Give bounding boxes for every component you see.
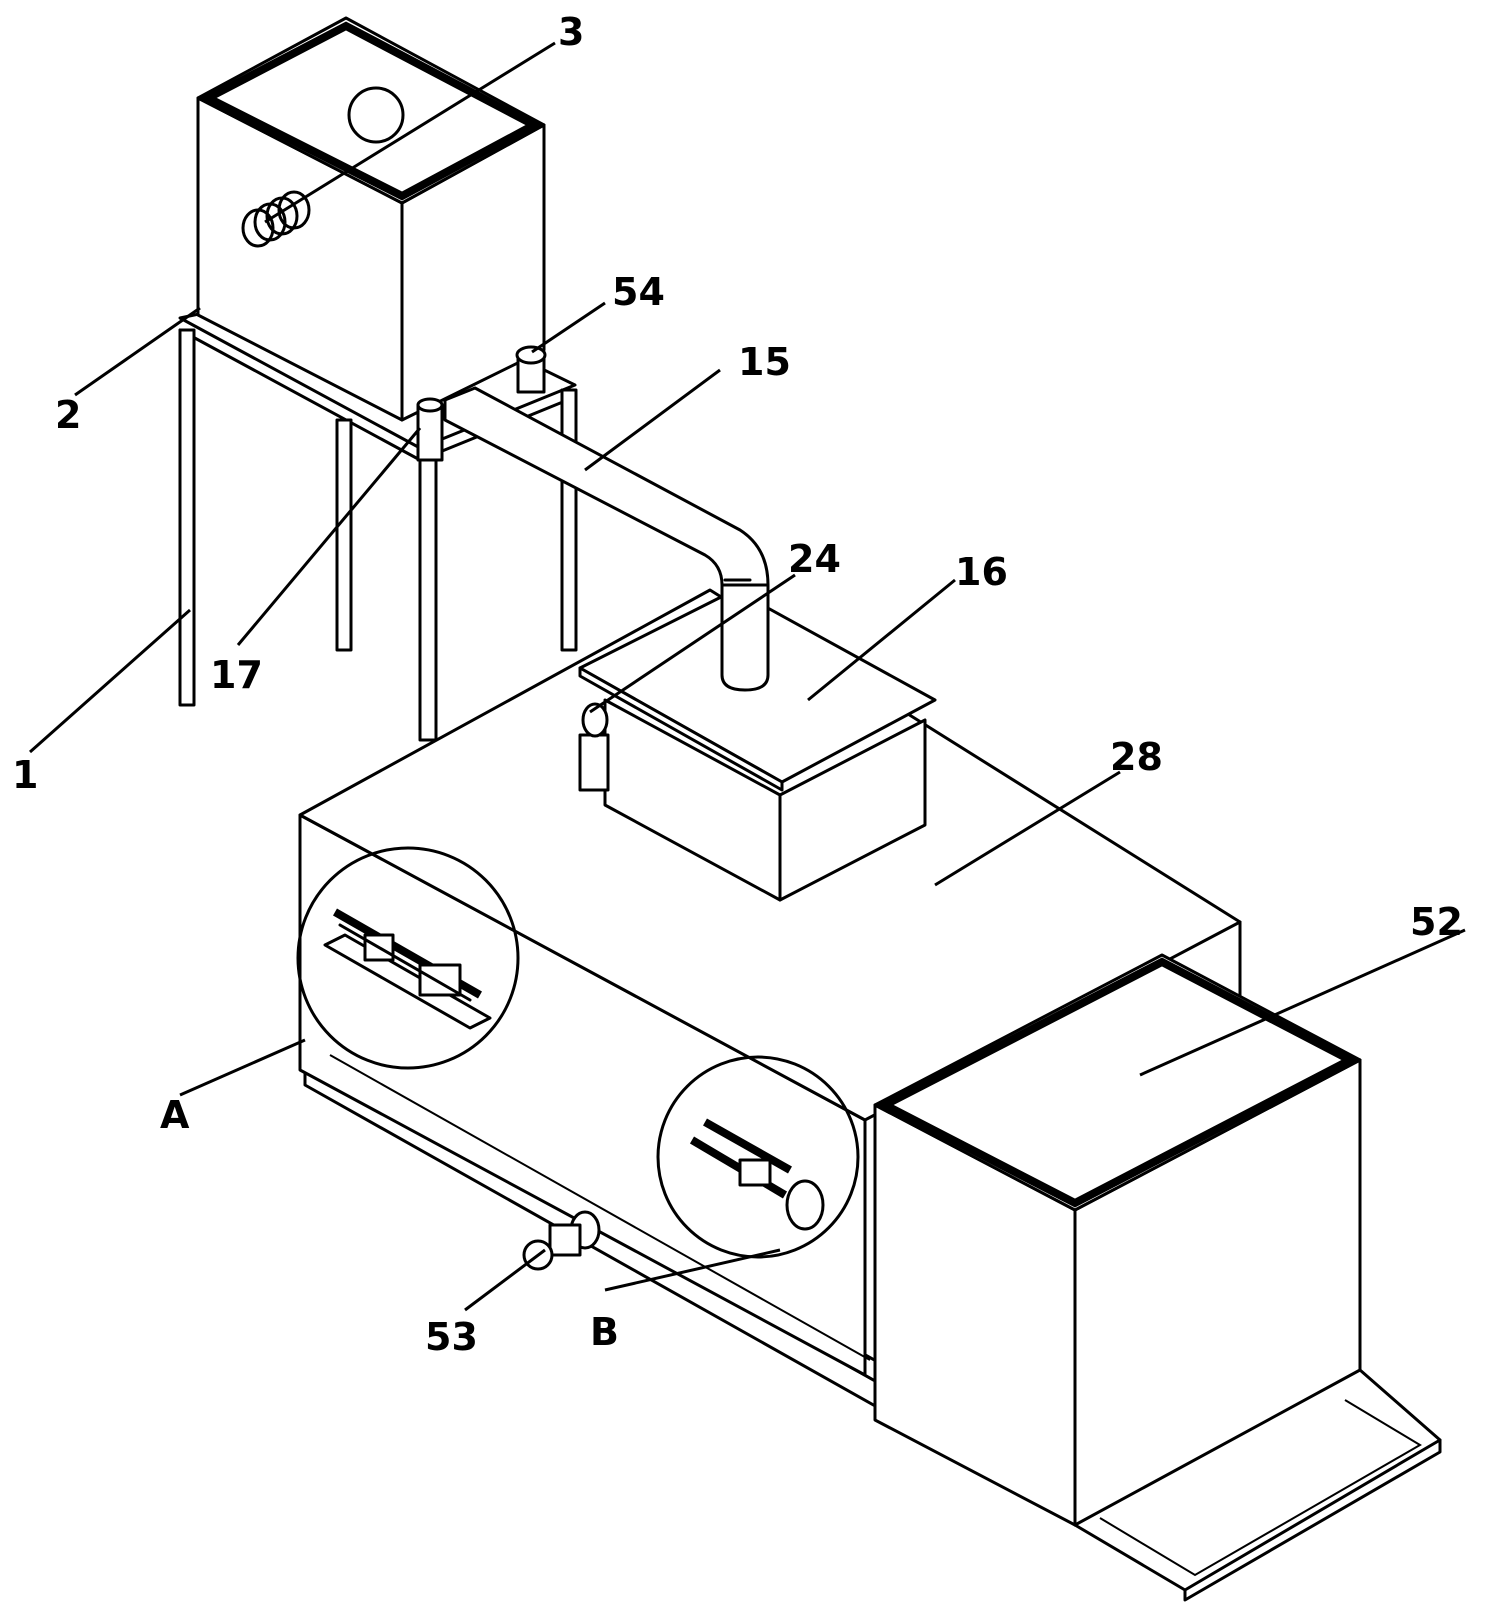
leg-back-right <box>560 388 578 652</box>
water-tank <box>196 16 546 422</box>
label-16: 16 <box>955 550 1008 594</box>
tank-coupling <box>241 190 311 248</box>
label-2: 2 <box>55 393 81 437</box>
label-a: A <box>160 1093 190 1137</box>
label-54: 54 <box>612 270 665 314</box>
valve-54 <box>515 345 547 394</box>
leg-front-right <box>418 458 438 742</box>
leader-b <box>604 1248 781 1292</box>
label-24: 24 <box>788 537 841 581</box>
leader-3 <box>264 41 556 224</box>
label-53: 53 <box>425 1315 478 1359</box>
support-stand <box>178 278 578 742</box>
leader-1 <box>29 608 191 754</box>
leader-24 <box>589 573 796 714</box>
label-b: B <box>590 1310 619 1354</box>
leader-52 <box>1139 928 1466 1077</box>
label-3: 3 <box>558 10 584 54</box>
label-1: 1 <box>12 753 38 797</box>
leg-back-left <box>335 418 353 652</box>
leader-2 <box>74 306 201 397</box>
part-labels: 3 2 1 17 54 15 24 16 28 52 A 53 B <box>12 10 1463 1359</box>
detail-circle-b <box>656 1055 860 1259</box>
leader-a <box>179 1038 306 1097</box>
leader-16 <box>807 578 956 702</box>
leader-lines <box>29 41 1466 1312</box>
leader-53 <box>464 1248 546 1312</box>
leader-28 <box>934 770 1121 887</box>
label-28: 28 <box>1110 735 1163 779</box>
box-16 <box>578 583 937 902</box>
leader-15 <box>584 368 721 472</box>
label-17: 17 <box>210 653 263 697</box>
label-15: 15 <box>738 340 791 384</box>
tank-inlet-opening <box>347 86 405 144</box>
leader-17 <box>236 427 422 646</box>
leader-54 <box>531 301 606 354</box>
box-52 <box>873 953 1442 1602</box>
detail-circle-a <box>296 846 520 1070</box>
leg-front-left <box>178 328 196 707</box>
valve-17 <box>416 397 444 462</box>
label-52: 52 <box>1410 900 1463 944</box>
